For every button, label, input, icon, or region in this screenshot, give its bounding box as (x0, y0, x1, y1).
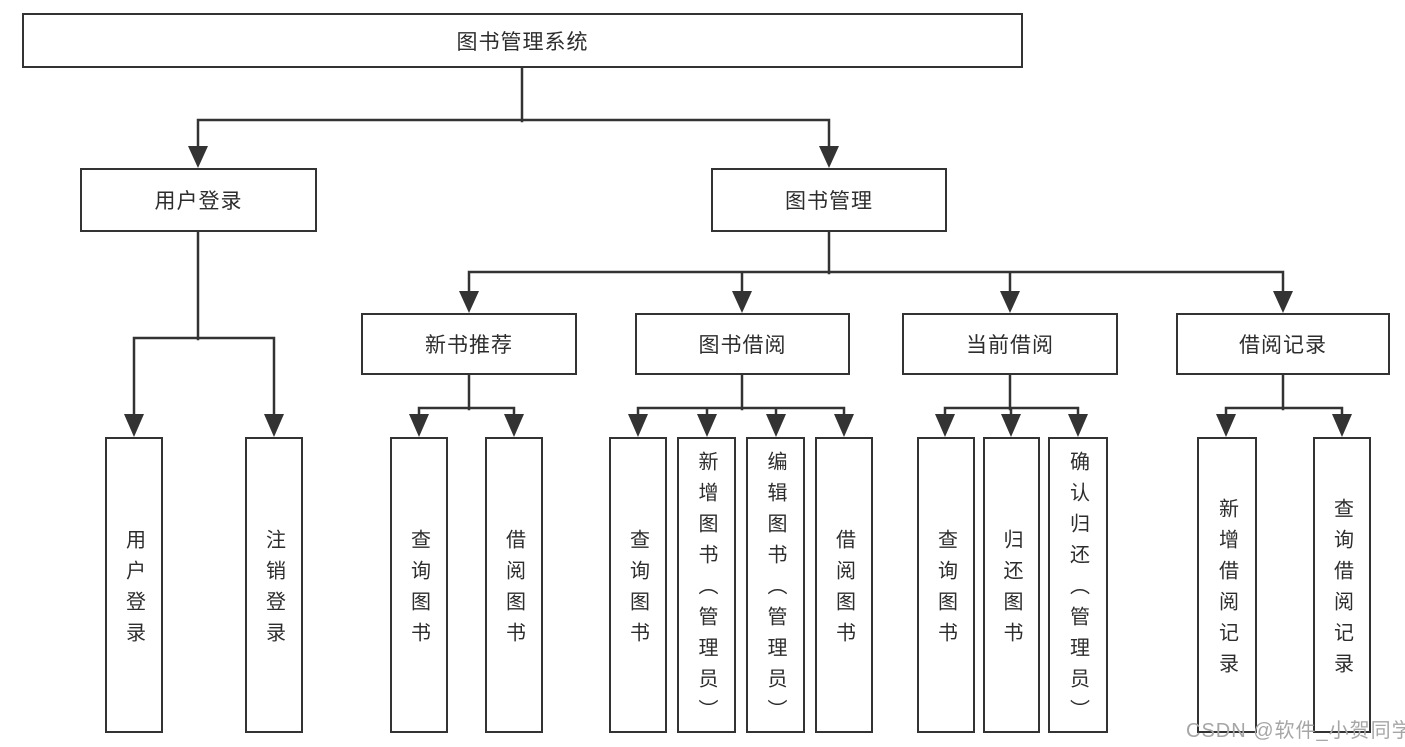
node-leaf-logout: 注销登录 (245, 437, 303, 733)
node-label: 用户登录 (154, 190, 243, 213)
node-leaf-query-books-nb: 查询图书 (390, 437, 448, 733)
node-label: 新增借阅记录 (1215, 497, 1238, 684)
node-book-borrowing: 图书借阅 (635, 313, 850, 375)
node-label: 确认归还（管理员） (1066, 451, 1089, 730)
node-label: 查询图书 (626, 528, 649, 653)
node-leaf-query-borrow-record: 查询借阅记录 (1313, 437, 1371, 733)
node-label: 查询图书 (934, 528, 957, 653)
node-book-management: 图书管理 (711, 168, 947, 232)
csdn-watermark: CSDN @软件_小贺同学 (1186, 720, 1405, 742)
node-label: 新增图书（管理员） (695, 451, 717, 730)
node-label: 新书推荐 (425, 334, 513, 357)
node-label: 查询借阅记录 (1330, 497, 1353, 684)
node-label: 用户登录 (122, 528, 145, 653)
node-leaf-borrow-books-bw: 借阅图书 (815, 437, 873, 733)
node-label: 借阅记录 (1239, 334, 1327, 357)
node-leaf-edit-books-admin: 编辑图书（管理员） (746, 437, 805, 733)
node-library-management-system: 图书管理系统 (22, 13, 1023, 68)
node-leaf-add-books-admin: 新增图书（管理员） (677, 437, 736, 733)
node-label: 借阅图书 (502, 528, 525, 653)
node-current-borrowing: 当前借阅 (902, 313, 1118, 375)
node-leaf-query-books-bw: 查询图书 (609, 437, 667, 733)
node-label: 借阅图书 (832, 528, 855, 653)
node-leaf-confirm-return-admin: 确认归还（管理员） (1048, 437, 1108, 733)
node-user-login: 用户登录 (80, 168, 317, 232)
node-label: 图书管理系统 (456, 30, 589, 54)
arrow-heads (124, 146, 1352, 437)
node-label: 注销登录 (262, 528, 285, 653)
node-leaf-add-borrow-record: 新增借阅记录 (1197, 437, 1257, 733)
node-leaf-query-books-cur: 查询图书 (917, 437, 975, 733)
node-borrowing-records: 借阅记录 (1176, 313, 1390, 375)
node-label: 查询图书 (407, 528, 430, 653)
connector-stems (132, 66, 1344, 417)
node-leaf-user-login: 用户登录 (105, 437, 163, 733)
node-new-book-recommendation: 新书推荐 (361, 313, 577, 375)
node-label: 图书借阅 (698, 334, 787, 357)
node-label: 编辑图书（管理员） (764, 451, 786, 730)
node-label: 图书管理 (785, 190, 873, 213)
node-label: 当前借阅 (966, 334, 1054, 357)
node-leaf-return-books: 归还图书 (983, 437, 1040, 733)
node-leaf-borrow-books-nb: 借阅图书 (485, 437, 543, 733)
node-label: 归还图书 (1000, 528, 1022, 653)
